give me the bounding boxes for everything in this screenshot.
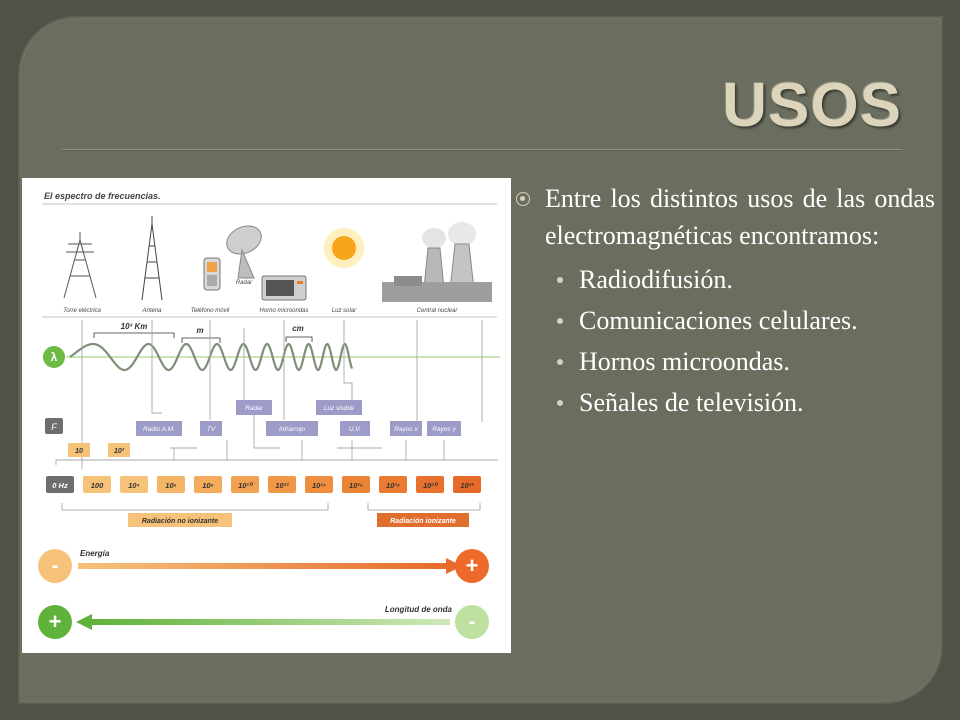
source-label: Radar — [236, 280, 253, 286]
band-box — [200, 421, 222, 436]
band-label: Radar — [245, 405, 264, 412]
freq-box — [342, 476, 370, 493]
circle-bullet-icon — [516, 192, 530, 206]
wavelength-plus-badge — [38, 605, 72, 639]
radar-dish-icon — [226, 225, 262, 279]
wave-line — [69, 342, 354, 372]
energy-label: Energía — [80, 549, 110, 558]
title-divider — [62, 149, 902, 151]
freq-label: 10⁴ — [128, 481, 140, 490]
wavelength-label: Longitud de onda — [385, 605, 453, 614]
freq-label: 0 Hz — [52, 481, 68, 490]
intro-text: Entre los distintos usos de las ondas el… — [545, 184, 935, 250]
freq-box — [231, 476, 259, 493]
band-box — [390, 421, 422, 436]
freq-box — [46, 476, 74, 493]
energy-arrow — [78, 563, 448, 569]
band-label: Rayos γ — [432, 426, 456, 433]
wavelength-arrow — [90, 619, 450, 625]
energy-plus: + — [466, 553, 479, 578]
source-label: Torre eléctrica — [63, 308, 101, 314]
band-box — [136, 421, 182, 436]
freq-label: 10⁶ — [165, 481, 176, 490]
freq-box — [379, 476, 407, 493]
mobile-phone-icon — [203, 257, 221, 291]
spectrum-figure: El espectro de frecuencias. — [22, 178, 511, 653]
wavelength-minus-badge — [455, 605, 489, 639]
lambda-badge — [43, 346, 65, 368]
low-freq-box — [68, 443, 90, 457]
band-label: TV — [207, 426, 216, 433]
wavelength-minus: - — [469, 611, 476, 633]
freq-label: 10⁸ — [202, 481, 213, 490]
energy-plus-badge — [455, 549, 489, 583]
band-box — [236, 400, 272, 415]
wavelength-plus: + — [49, 609, 62, 634]
freq-label: 10¹⁸ — [386, 481, 400, 490]
freq-box — [416, 476, 444, 493]
band-box — [266, 421, 318, 436]
energy-minus: - — [52, 555, 59, 577]
freq-box — [305, 476, 333, 493]
radiation-label: Radiación ionizante — [390, 518, 456, 525]
non-ionizing-box — [128, 513, 232, 527]
band-box — [316, 400, 362, 415]
source-label: Luz solar — [332, 308, 357, 314]
band-label: Infrarrojo — [279, 426, 305, 433]
freq-box — [83, 476, 111, 493]
slide-content: Entre los distintos usos de las ondas el… — [515, 180, 935, 427]
nuclear-plant-icon — [382, 222, 492, 302]
freq-box — [453, 476, 481, 493]
source-connectors — [81, 320, 483, 469]
band-box — [427, 421, 461, 436]
source-label: Teléfono móvil — [191, 308, 230, 314]
energy-minus-badge — [38, 549, 72, 583]
freq-label: 10¹² — [275, 481, 289, 490]
freq-label: 10¹⁶ — [349, 481, 363, 490]
band-label: Luz visible — [324, 405, 355, 412]
freq-label: 100 — [91, 481, 104, 490]
intro-bullet: Entre los distintos usos de las ondas el… — [515, 180, 935, 254]
f-badge — [45, 418, 63, 434]
radiation-label: Radiación no ionizante — [142, 518, 218, 525]
freq-label: 10¹⁴ — [312, 481, 326, 490]
band-label: Radio A.M. — [143, 426, 175, 433]
source-label: Antena — [141, 308, 162, 314]
figure-title: El espectro de frecuencias. — [44, 191, 161, 201]
freq-box — [194, 476, 222, 493]
use-item: Radiodifusión. — [553, 263, 935, 297]
freq-label: 10²² — [460, 481, 474, 490]
axis-brackets — [55, 415, 498, 465]
low-freq-label: 10 — [75, 448, 83, 455]
uses-list: Radiodifusión. Comunicaciones celulares.… — [515, 263, 935, 420]
sun-icon — [324, 228, 364, 268]
band-label: U.V. — [349, 426, 361, 433]
spectrum-diagram: El espectro de frecuencias. — [38, 191, 500, 639]
low-freq-label: 10³ — [114, 448, 125, 455]
scale-label: 10³ Km — [121, 322, 148, 331]
f-symbol: F — [51, 422, 57, 432]
antenna-icon — [141, 216, 163, 301]
band-box — [340, 421, 370, 436]
frequency-axis: 0 Hz 100 10⁴ 10⁶ 10⁸ 10¹⁰ 10¹² 10¹⁴ 10¹⁶ 10¹⁸ 10²⁰… — [46, 476, 481, 493]
scale-label: cm — [292, 324, 304, 333]
band-label: Rayos x — [394, 426, 418, 433]
freq-box — [157, 476, 185, 493]
microwave-oven-icon — [261, 275, 307, 301]
electric-tower-icon — [63, 232, 97, 299]
low-freq-box — [108, 443, 130, 457]
scale-label: m — [196, 326, 203, 335]
use-item: Señales de televisión. — [553, 386, 935, 420]
use-item: Comunicaciones celulares. — [553, 304, 935, 338]
slide-title: USOS — [722, 71, 902, 140]
freq-box — [268, 476, 296, 493]
source-label: Horno microondas — [259, 308, 308, 314]
freq-label: 10¹⁰ — [238, 481, 254, 490]
source-label: Central nuclear — [417, 308, 459, 314]
ionizing-box — [377, 513, 469, 527]
freq-box — [120, 476, 148, 493]
lambda-symbol: λ — [51, 350, 58, 364]
use-item: Hornos microondas. — [553, 345, 935, 379]
freq-label: 10²⁰ — [423, 481, 439, 490]
